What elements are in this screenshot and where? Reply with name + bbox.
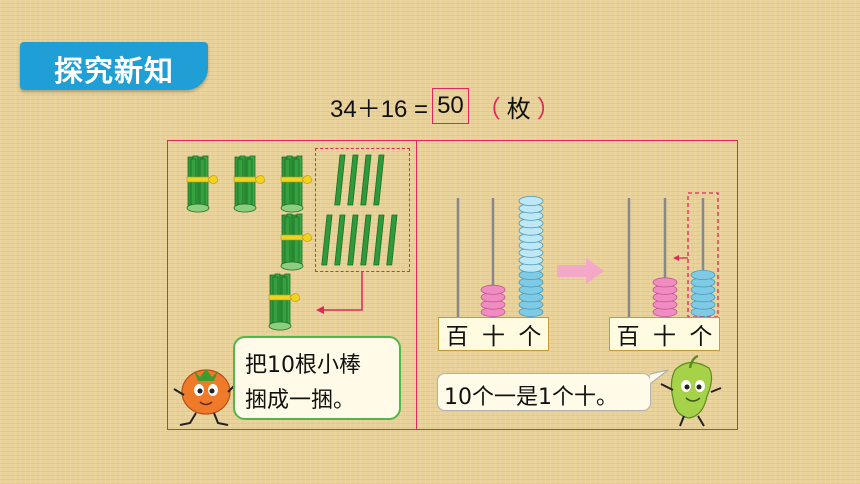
label-ones: 个 (518, 324, 542, 350)
abacus-after (627, 192, 719, 318)
frame-divider (416, 140, 417, 430)
pepper-character-icon (660, 354, 722, 427)
abacus-note-text: 10个一是1个十。 (444, 385, 618, 410)
abacus-bead (480, 284, 506, 295)
abacus-bead (690, 269, 716, 280)
label-hundreds: 百 (616, 324, 640, 350)
close-paren: ） (536, 95, 561, 123)
stick-bundle-icon (233, 155, 266, 213)
section-title: 探究新知 (53, 54, 174, 88)
abacus-bead (652, 277, 678, 288)
unit-label: 枚 (506, 95, 531, 123)
stick-bundle-icon (186, 155, 219, 213)
abacus-bead (518, 195, 544, 206)
illustration-frame (167, 140, 738, 430)
bubble-line-2: 捆成一捆。 (245, 388, 356, 413)
bundle-arrow-icon (316, 272, 363, 314)
loose-sticks-dashed-box (315, 148, 410, 272)
abacus-speech-bubble: 10个一是1个十。 (437, 373, 651, 411)
bundle-speech-bubble: 把10根小棒 捆成一捆。 (233, 336, 401, 420)
stick-bundle-icon (280, 155, 313, 213)
equation-expression: 34＋16 = (330, 95, 429, 123)
tomato-character-icon (173, 369, 239, 426)
equation: 34＋16 = 50 （ 枚 ） (330, 88, 565, 124)
stick-bundle-icon (280, 213, 313, 271)
new-stick-bundle-icon (268, 273, 301, 331)
label-tens: 十 (481, 324, 505, 350)
section-title-badge: 探究新知 (20, 42, 208, 90)
note-pointer (650, 369, 669, 385)
place-labels-before: 百 十 个 (438, 317, 549, 351)
label-ones: 个 (689, 324, 713, 350)
loose-sticks-bottom (321, 214, 398, 266)
label-hundreds: 百 (445, 324, 469, 350)
answer-box: 50 (432, 88, 469, 124)
transfer-arrow-icon (557, 258, 604, 284)
label-tens: 十 (652, 324, 676, 350)
bubble-line-1: 把10根小棒 (245, 353, 361, 378)
loose-sticks-top (334, 154, 385, 206)
open-paren: （ (476, 95, 501, 123)
place-labels-after: 百 十 个 (609, 317, 720, 351)
abacus-before (456, 195, 544, 318)
